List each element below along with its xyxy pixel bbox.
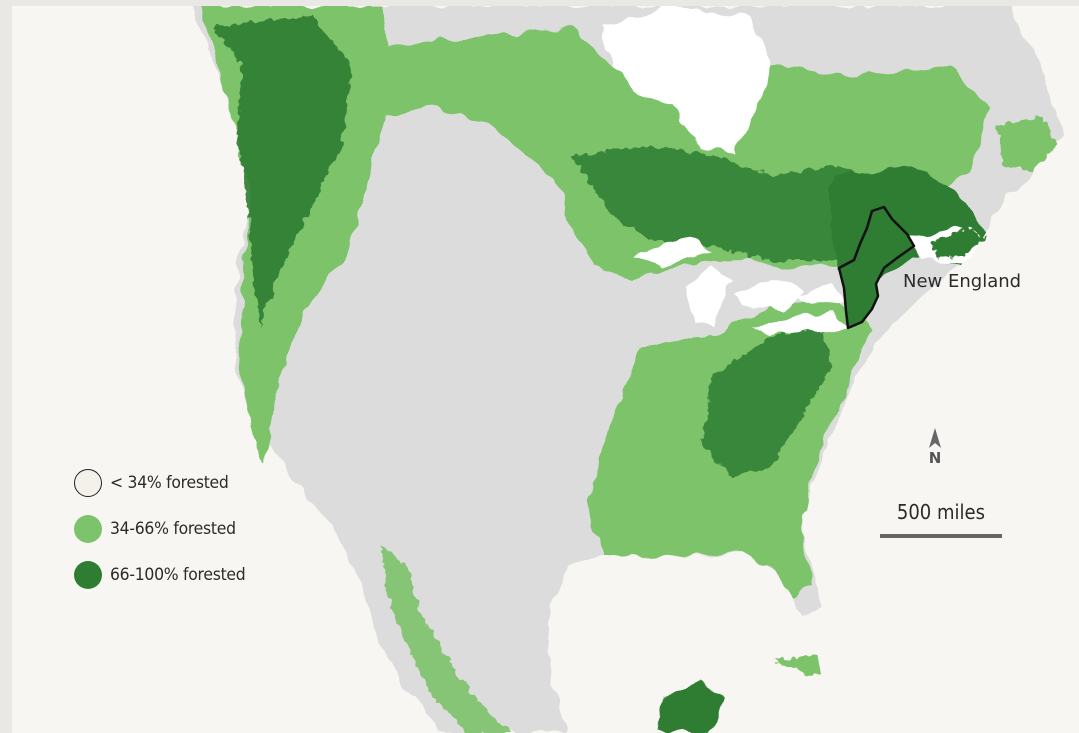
map-frame: New England < 34% forested 34-66% forest… (12, 6, 1079, 733)
yucatan-forest (657, 682, 724, 733)
western-dense (212, 16, 352, 326)
legend-swatch-medium (74, 515, 102, 543)
north-letter: N (928, 449, 942, 467)
mexico-forest (382, 546, 512, 733)
legend-label-medium: 34-66% forested (110, 519, 236, 539)
legend-swatch-low (74, 469, 102, 497)
legend-swatch-high (74, 561, 102, 589)
hudson-bay (602, 6, 772, 156)
legend-item-low: < 34% forested (74, 468, 257, 498)
newfoundland (997, 116, 1057, 171)
new-england-outline (837, 205, 916, 330)
legend: < 34% forested 34-66% forested 66-100% f… (74, 468, 257, 606)
eastern-dense (702, 326, 832, 476)
nova-scotia (932, 228, 987, 258)
legend-item-medium: 34-66% forested (74, 514, 257, 544)
legend-item-high: 66-100% forested (74, 560, 257, 590)
forest-cover-map (192, 6, 1079, 733)
atlantic-ocean (804, 156, 1079, 733)
legend-label-low: < 34% forested (110, 473, 229, 493)
legend-label-high: 66-100% forested (110, 565, 246, 585)
north-arrow: N (925, 428, 945, 478)
north-arrow-icon (929, 428, 941, 448)
region-label-new-england: New England (903, 271, 1022, 292)
great-lakes (632, 236, 847, 336)
scale-label: 500 miles (896, 500, 986, 524)
scale-bar-line (880, 534, 1002, 538)
scale-bar: 500 miles (880, 500, 1002, 538)
